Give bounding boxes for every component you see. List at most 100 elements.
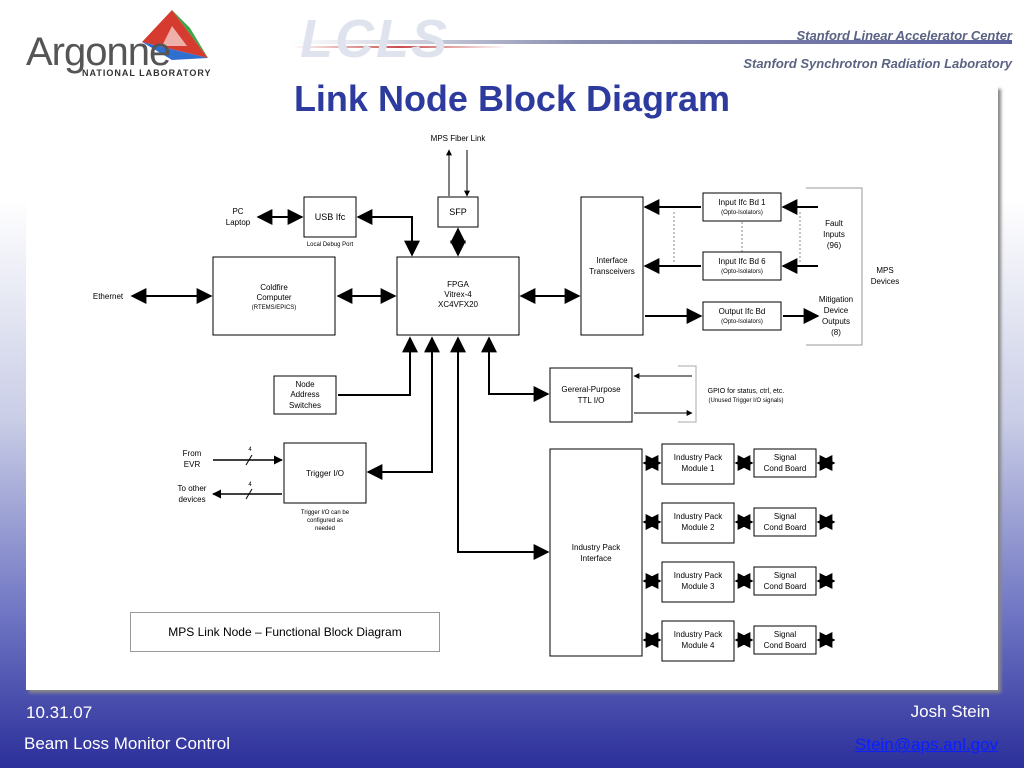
- ip-module-row-2: Industry Pack Module 2 Signal Cond Board: [642, 502, 836, 544]
- lcls-logo: LCLS: [300, 9, 449, 69]
- trigger-fpga-link: [366, 336, 440, 480]
- ip-interface-label-2: Interface: [580, 554, 612, 563]
- gpio-note-1: GPIO for status, ctrl, etc.: [708, 388, 785, 395]
- footer-email-link[interactable]: Stein@aps.anl.gov: [855, 735, 998, 754]
- to-other-label-2: devices: [178, 495, 205, 504]
- coldfire-label-2: Computer: [256, 293, 291, 302]
- ip-module-4-label-2: Module 4: [682, 641, 715, 650]
- trigger-note-1: Trigger I/O can be: [301, 510, 350, 516]
- input-ifc-1-label: Input Ifc Bd 1: [718, 198, 766, 207]
- fpga-gpio-link: [481, 336, 550, 402]
- argonne-subtitle: NATIONAL LABORATORY: [82, 68, 212, 78]
- coldfire-label-1: Coldfire: [260, 283, 288, 292]
- ip-module-2-label-1: Industry Pack: [674, 512, 723, 521]
- input-ifc-6-label: Input Ifc Bd 6: [718, 257, 766, 266]
- input-ifc-1-sub: (Opto-Isolators): [721, 210, 763, 216]
- signal-cond-3-box: [753, 566, 817, 596]
- footer-author: Josh Stein: [910, 702, 990, 721]
- footer-date: 10.31.07: [26, 703, 93, 722]
- ip-module-3-label-2: Module 3: [682, 582, 715, 591]
- interface-transceivers-box: [580, 196, 644, 336]
- ip-module-row-1: Industry Pack Module 1 Signal Cond Board: [642, 443, 836, 485]
- signal-cond-2-box: [753, 507, 817, 537]
- ip-module-3-box: [661, 561, 735, 603]
- mps-devices-bracket: [806, 187, 863, 346]
- fault-inputs-label-3: (96): [827, 241, 842, 250]
- gpio-bracket: [678, 365, 697, 423]
- node-address-label-3: Switches: [289, 401, 321, 410]
- fpga-label-3: XC4VFX20: [438, 300, 479, 309]
- slac-line-1: Stanford Linear Accelerator Center: [796, 28, 1012, 43]
- gpio-note-2: (Unused Trigger I/O signals): [708, 398, 783, 404]
- usb-ifc-label: USB Ifc: [315, 212, 346, 222]
- diagram-caption: MPS Link Node – Functional Block Diagram: [130, 612, 440, 652]
- gpio-label-2: TTL I/O: [578, 396, 605, 405]
- ip-interface-label-1: Industry Pack: [572, 543, 621, 552]
- coldfire-label-3: (RTEMS/EPICS): [252, 305, 297, 311]
- gpio-label-1: Gereral-Purpose: [561, 385, 621, 394]
- signal-cond-2-label-2: Cond Board: [764, 523, 807, 532]
- from-evr-label-1: From: [183, 449, 202, 458]
- coldfire-box: [212, 256, 336, 336]
- ip-module-3-label-1: Industry Pack: [674, 571, 723, 580]
- other-bus-width: 4: [248, 482, 252, 488]
- signal-cond-1-box: [753, 448, 817, 478]
- header-rule: [292, 40, 1012, 44]
- ip-module-1-label-1: Industry Pack: [674, 453, 723, 462]
- other-bus-slash: [245, 488, 253, 500]
- ethernet-label: Ethernet: [93, 292, 124, 301]
- input-ifc-1-box: [702, 192, 782, 222]
- mitigation-label-4: (8): [831, 328, 841, 337]
- trigger-io-box: [283, 442, 367, 504]
- sfp-box: [437, 196, 479, 228]
- ip-module-row-4: Industry Pack Module 4 Signal Cond Board: [642, 620, 836, 662]
- signal-cond-4-label-1: Signal: [774, 630, 796, 639]
- ip-module-1-box: [661, 443, 735, 485]
- ip-module-2-label-2: Module 2: [682, 523, 715, 532]
- fpga-label-1: FPGA: [447, 280, 469, 289]
- mitigation-label-2: Device: [824, 306, 849, 315]
- ip-module-4-label-1: Industry Pack: [674, 630, 723, 639]
- interface-transceivers-label-2: Transceivers: [589, 267, 635, 276]
- argonne-name: Argonne: [26, 30, 171, 74]
- fpga-label-2: Vitrex-4: [444, 290, 472, 299]
- evr-bus-width: 4: [248, 447, 252, 453]
- mps-devices-label-1: MPS: [876, 266, 893, 275]
- footer-project: Beam Loss Monitor Control: [24, 734, 230, 753]
- node-address-box: [273, 375, 337, 415]
- pc-laptop-label-1: PC: [232, 207, 243, 216]
- signal-cond-3-label-1: Signal: [774, 571, 796, 580]
- mps-devices-label-2: Devices: [871, 277, 899, 286]
- mitigation-label-1: Mitigation: [819, 295, 853, 304]
- to-other-label-1: To other: [178, 484, 207, 493]
- signal-cond-3-label-2: Cond Board: [764, 582, 807, 591]
- local-debug-port-label: Local Debug Port: [307, 242, 354, 248]
- trigger-note-2: configured as: [307, 518, 343, 524]
- mps-fiber-link-label: MPS Fiber Link: [431, 134, 487, 143]
- evr-bus-slash: [245, 454, 253, 466]
- usb-fpga-link: [356, 209, 420, 257]
- ip-module-4-box: [661, 620, 735, 662]
- fpga-box: [396, 256, 520, 336]
- input-ifc-6-sub: (Opto-Isolators): [721, 269, 763, 275]
- slac-line-2: Stanford Synchrotron Radiation Laborator…: [743, 56, 1012, 71]
- signal-cond-1-label-1: Signal: [774, 453, 796, 462]
- sfp-label: SFP: [449, 207, 467, 217]
- usb-ifc-box: [303, 196, 357, 238]
- trigger-io-label: Trigger I/O: [306, 469, 344, 478]
- output-ifc-label: Output Ifc Bd: [719, 307, 766, 316]
- signal-cond-4-box: [753, 625, 817, 655]
- trigger-note-3: needed: [315, 526, 335, 532]
- node-address-label-1: Node: [295, 380, 315, 389]
- mitigation-label-3: Outputs: [822, 317, 850, 326]
- signal-cond-4-label-2: Cond Board: [764, 641, 807, 650]
- from-evr-label-2: EVR: [184, 460, 201, 469]
- node-address-label-2: Address: [290, 390, 319, 399]
- header-accent-rule: [292, 46, 1012, 48]
- signal-cond-2-label-1: Signal: [774, 512, 796, 521]
- signal-cond-1-label-2: Cond Board: [764, 464, 807, 473]
- ip-interface-box: [549, 448, 643, 657]
- ip-module-1-label-2: Module 1: [682, 464, 715, 473]
- ip-module-2-box: [661, 502, 735, 544]
